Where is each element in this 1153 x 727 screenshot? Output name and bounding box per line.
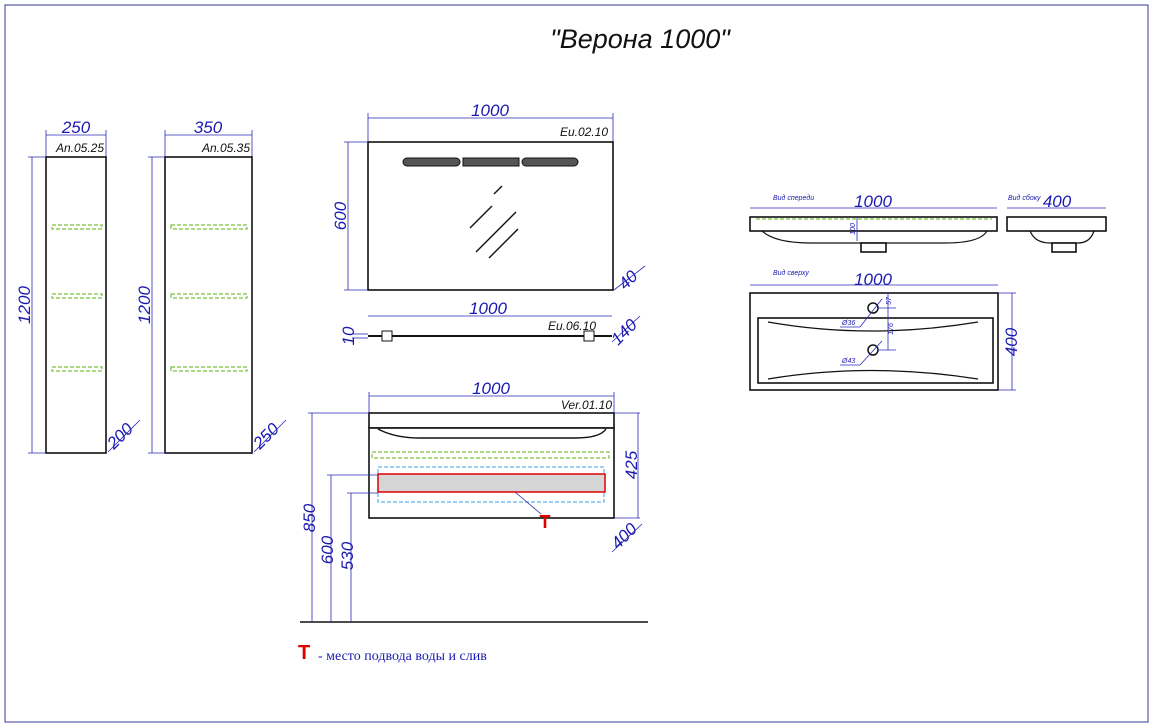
page-title: "Верона 1000" — [550, 24, 731, 54]
water-connection-zone — [377, 473, 606, 493]
tap-hole-diameter: Ø36 — [841, 320, 855, 327]
cabinet-large: 350 An.05.35 1200 250 — [135, 118, 287, 454]
shelf-code: Eu.06.10 — [548, 319, 596, 333]
sink-side-label: Вид сбоку — [1008, 194, 1041, 202]
mirror-glare-icon — [469, 185, 519, 259]
cabinet-small-width: 250 — [61, 118, 91, 137]
cabinet-large-depth: 250 — [249, 419, 284, 454]
vanity-height: 425 — [622, 450, 641, 479]
connection-height-600: 600 — [318, 535, 337, 564]
sink-top-width: 1000 — [854, 270, 892, 289]
mirror-depth: 40 — [615, 266, 642, 293]
cabinet-small-height: 1200 — [15, 286, 34, 324]
mirror: 1000 Eu.02.10 600 40 — [331, 101, 646, 294]
sink-side-view: Вид сбоку 400 — [1006, 192, 1107, 253]
legend-text: - место подвода воды и слив — [318, 649, 487, 664]
vanity-mount-height: 850 — [300, 503, 319, 532]
drain-hole-diameter: Ø43 — [841, 358, 855, 365]
connection-height-530: 530 — [338, 541, 357, 570]
shelf-thickness: 10 — [339, 326, 358, 345]
sink-front-view: Вид спереди 1000 100 — [749, 192, 998, 253]
mirror-height: 600 — [331, 201, 350, 230]
shelf-width: 1000 — [469, 299, 507, 318]
vanity-code: Ver.01.10 — [561, 398, 612, 412]
vanity-depth: 400 — [607, 519, 641, 553]
sink-side-depth: 400 — [1043, 192, 1072, 211]
sink-top-label: Вид сверху — [773, 269, 809, 277]
hole-spacing: 176 — [888, 323, 895, 335]
cabinet-large-code: An.05.35 — [201, 141, 250, 155]
cabinet-large-width: 350 — [194, 118, 223, 137]
cabinet-small: 250 An.05.25 1200 200 — [15, 118, 141, 454]
cabinet-small-depth: 200 — [103, 419, 138, 454]
sink-front-width: 1000 — [854, 192, 892, 211]
glass-shelf: 1000 Eu.06.10 10 140 — [339, 299, 641, 349]
tap-offset: 57 — [886, 296, 893, 305]
sink-top-depth: 400 — [1002, 327, 1021, 356]
sink-front-label: Вид спереди — [773, 194, 814, 202]
mirror-width: 1000 — [471, 101, 509, 120]
connection-marker: T — [540, 512, 551, 532]
legend: T - место подвода воды и слив — [298, 642, 487, 664]
sink-top-view: Вид сверху 1000 Ø36 Ø43 57 176 400 — [749, 269, 1021, 391]
cabinet-small-code: An.05.25 — [55, 141, 104, 155]
sheet-border — [4, 4, 1149, 723]
vanity-width: 1000 — [472, 379, 510, 398]
legend-marker: T — [298, 642, 310, 664]
cabinet-large-height: 1200 — [135, 286, 154, 324]
sink-front-height: 100 — [850, 223, 857, 235]
mirror-code: Eu.02.10 — [560, 125, 608, 139]
vanity-unit: 1000 Ver.01.10 T 425 400 850 600 530 — [300, 379, 648, 623]
mirror-light-strip — [402, 157, 579, 167]
